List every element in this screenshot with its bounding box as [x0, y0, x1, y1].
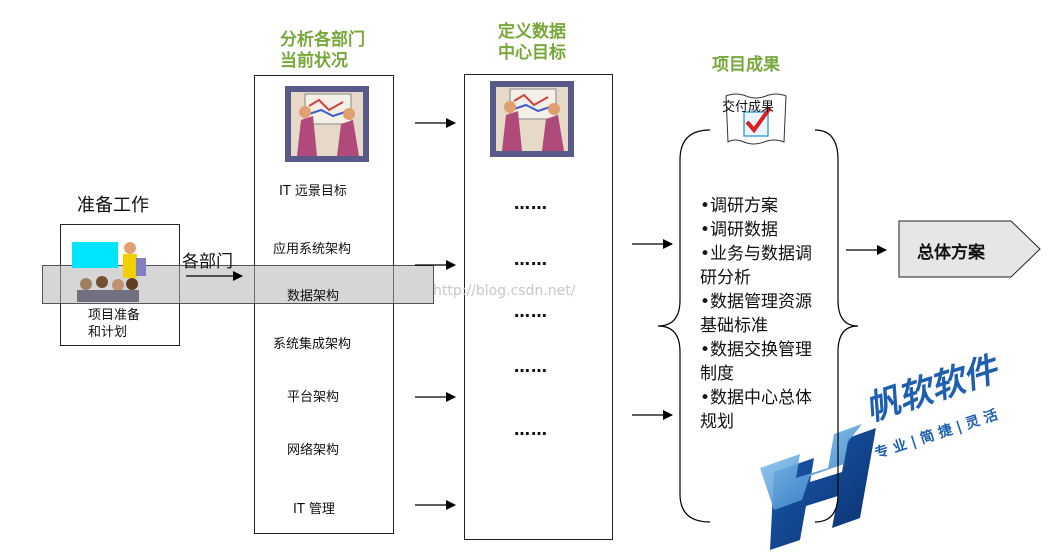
- deliverable-line-3: •业务与数据调: [700, 244, 813, 264]
- deliverable-line-7: •数据交换管理: [700, 340, 813, 360]
- header-current-state-line1: 分析各部门: [280, 30, 365, 50]
- watermark: http://blog.csdn.net/: [433, 283, 576, 299]
- meeting-illustration: [72, 240, 147, 302]
- goal-item-4: ……: [514, 357, 548, 376]
- item-platform-arch: 平台架构: [287, 390, 340, 405]
- item-it-management: IT 管理: [293, 502, 335, 517]
- goals-illustration: [490, 81, 574, 157]
- prep-arrow-label: 各部门: [182, 252, 233, 272]
- header-current-state-line2: 当前状况: [280, 51, 348, 71]
- deliverable-line-9: •数据中心总体: [700, 388, 813, 408]
- header-goals-line1: 定义数据: [498, 22, 566, 42]
- deliverable-icon-label: 交付成果: [722, 100, 775, 115]
- deliverable-line-2: •调研数据: [700, 220, 779, 240]
- goal-item-3: ……: [514, 302, 548, 321]
- goal-item-2: ……: [514, 250, 548, 269]
- analysis-illustration: [285, 86, 369, 162]
- item-data-arch: 数据架构: [287, 289, 340, 304]
- prep-caption-line1: 项目准备: [88, 308, 141, 323]
- prep-title: 准备工作: [77, 195, 149, 216]
- item-network-arch: 网络架构: [287, 443, 340, 458]
- deliverable-line-4: 研分析: [700, 268, 751, 288]
- header-current-state: 分析各部门 当前状况: [280, 30, 365, 72]
- final-plan-label: 总体方案: [917, 243, 985, 263]
- header-goals-line2: 中心目标: [498, 43, 566, 63]
- prep-caption-line2: 和计划: [88, 325, 128, 340]
- goal-item-1: ……: [514, 194, 548, 213]
- header-results: 项目成果: [712, 55, 780, 75]
- item-it-vision: IT 远景目标: [279, 184, 347, 199]
- goal-item-5: ……: [514, 420, 548, 439]
- deliverables-list: •调研方案 •调研数据 •业务与数据调 研分析 •数据管理资源 基础标准 •数据…: [700, 194, 812, 434]
- item-integration-arch: 系统集成架构: [273, 337, 352, 352]
- deliverable-scroll-icon: [722, 92, 790, 148]
- deliverable-line-5: •数据管理资源: [700, 292, 813, 312]
- prep-caption: 项目准备 和计划: [88, 307, 140, 341]
- deliverable-line-6: 基础标准: [700, 316, 768, 336]
- item-app-arch: 应用系统架构: [273, 242, 352, 257]
- header-goals: 定义数据 中心目标: [498, 22, 566, 64]
- final-plan-shape: [898, 220, 1041, 278]
- deliverable-line-1: •调研方案: [700, 196, 779, 216]
